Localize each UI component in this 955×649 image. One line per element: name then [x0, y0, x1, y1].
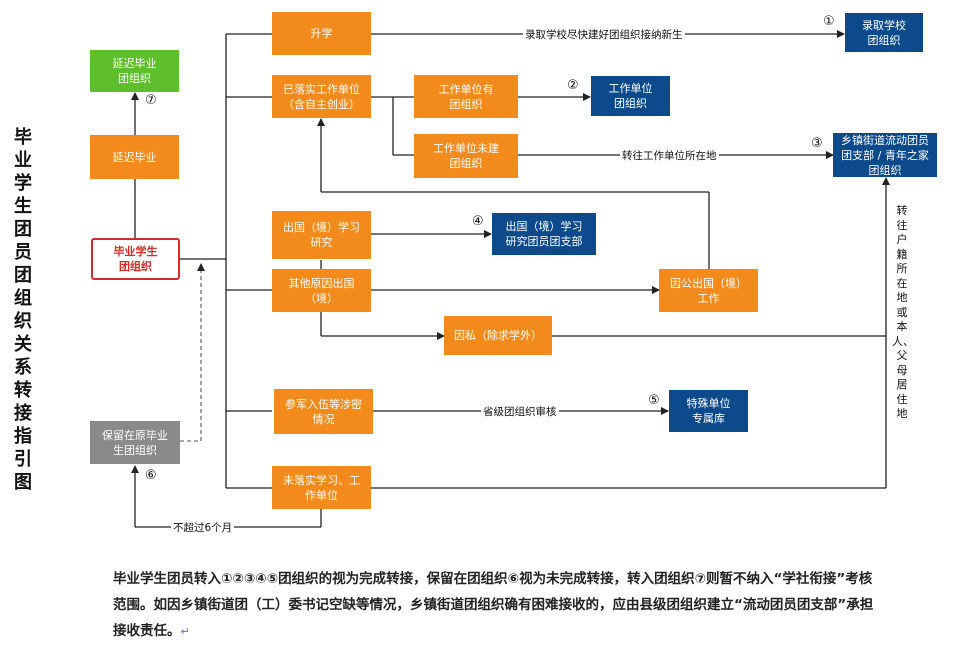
node-biye: 毕业学生 团组织 [91, 238, 180, 280]
node-yingong: 因公出国（境） 工作 [659, 269, 758, 312]
edge-label-buchaoguo: 不超过6个月 [171, 520, 235, 535]
return-mark-icon: ↵ [180, 625, 190, 638]
node-baoliu: 保留在原毕业 生团组织 [90, 421, 180, 464]
node-shengxue: 升学 [272, 12, 371, 55]
node-yanchituan: 延迟毕业 团组织 [90, 50, 179, 92]
number-marker: ④ [472, 214, 484, 229]
node-yanchi: 延迟毕业 [90, 135, 179, 179]
footnote-text: 毕业学生团员转入①②③④⑤团组织的视为完成转接，保留在团组织⑥视为未完成转接，转… [113, 571, 874, 639]
node-youtuan: 工作单位有 团组织 [414, 75, 518, 118]
number-marker: ⑤ [648, 393, 660, 408]
node-chuguozhibu: 出国（境）学习 研究团员团支部 [492, 213, 596, 255]
edge-label-zhuanwang: 转往工作单位所在地 [620, 148, 719, 163]
diagram-title: 毕业学生团员团组织关系转接指引图 [14, 127, 32, 493]
node-luqu: 录取学校 团组织 [845, 13, 923, 52]
node-teshu: 特殊单位 专属库 [669, 390, 748, 432]
node-luoshi: 已落实工作单位 （含自主创业） [272, 75, 371, 118]
edge-label-huji: 转往户籍所在地或本人、父母居住地 [892, 204, 914, 422]
edge-label-luqu: 录取学校尽快建好团组织接纳新生 [523, 27, 685, 42]
node-xiangzhen: 乡镇街道流动团员 团支部 / 青年之家 团组织 [833, 133, 937, 177]
footnote-paragraph: 毕业学生团员转入①②③④⑤团组织的视为完成转接，保留在团组织⑥视为未完成转接，转… [113, 566, 883, 645]
node-weijian: 工作单位未建 团组织 [414, 134, 518, 178]
number-marker: ⑥ [145, 468, 157, 483]
number-marker: ① [823, 14, 835, 29]
number-marker: ② [567, 78, 579, 93]
node-canjun: 参军入伍等涉密 情况 [274, 389, 373, 434]
number-marker: ③ [811, 136, 823, 151]
node-weiluoshi: 未落实学习、工 作单位 [272, 466, 371, 509]
node-danwei: 工作单位 团组织 [591, 76, 670, 116]
node-yinsi: 因私（除求学外） [444, 316, 552, 355]
edge-label-shenhe: 省级团组织审核 [481, 404, 559, 419]
number-marker: ⑦ [145, 93, 157, 108]
node-chuguo: 出国（境）学习 研究 [272, 211, 371, 259]
node-qita: 其他原因出国 （境） [272, 269, 371, 312]
